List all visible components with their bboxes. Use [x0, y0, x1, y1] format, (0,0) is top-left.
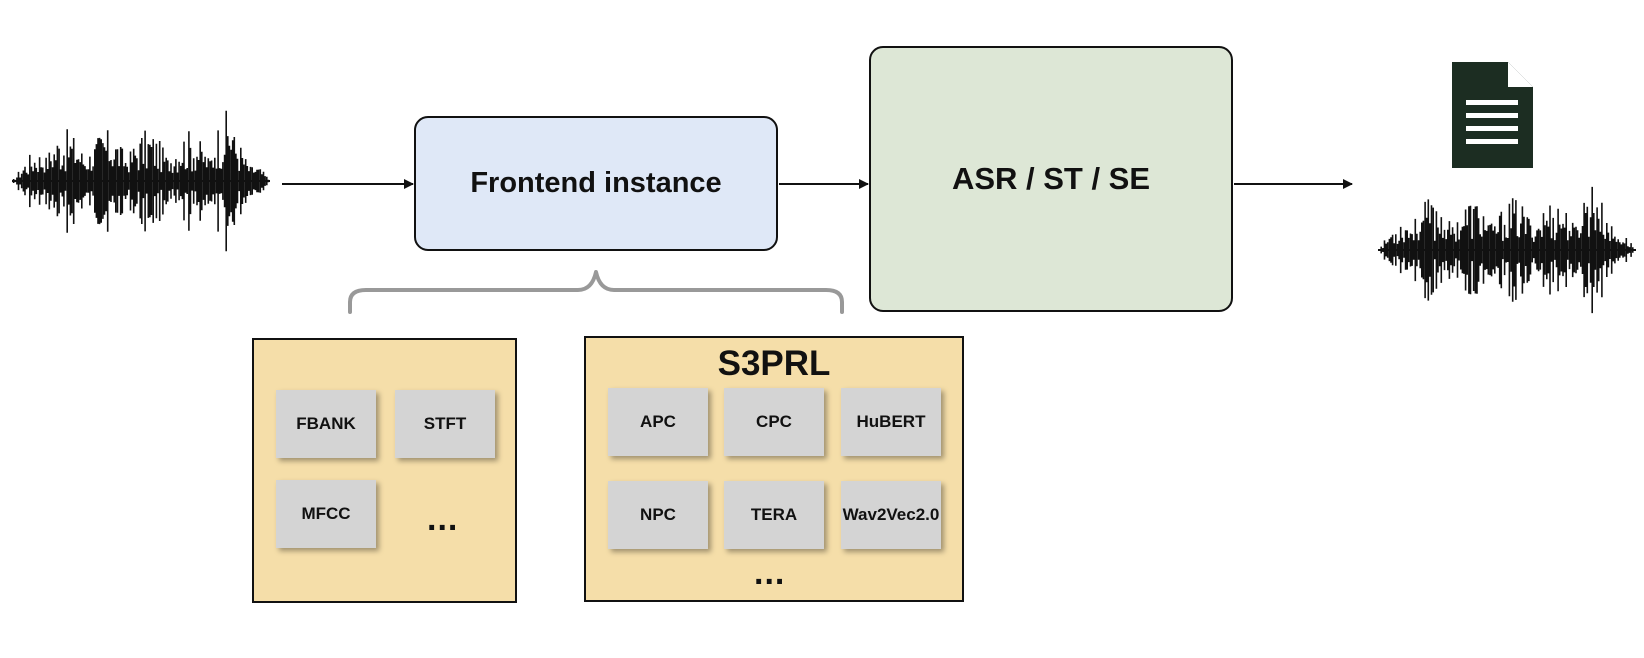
output-waveform-icon — [1378, 186, 1636, 314]
feature-chip-mfcc: MFCC — [276, 480, 376, 548]
s3prl-chip-tera: TERA — [724, 481, 824, 549]
feature-chip-stft: STFT — [395, 390, 495, 458]
frontend-label: Frontend instance — [470, 167, 722, 199]
s3prl-panel: S3PRL APC CPC HuBERT NPC TERA Wav2Vec2.0… — [584, 336, 964, 602]
s3prl-chip-cpc: CPC — [724, 388, 824, 456]
feature-chip-fbank: FBANK — [276, 390, 376, 458]
task-model-box: ASR / ST / SE — [869, 46, 1233, 312]
s3prl-more-ellipsis: ... — [754, 554, 786, 592]
task-label: ASR / ST / SE — [951, 161, 1151, 196]
s3prl-chip-apc: APC — [608, 388, 708, 456]
frontend-instance-box: Frontend instance — [414, 116, 778, 251]
s3prl-chip-wav2vec2: Wav2Vec2.0 — [841, 481, 941, 549]
classic-more-ellipsis: ... — [427, 500, 459, 538]
s3prl-title: S3PRL — [717, 344, 831, 383]
classic-features-panel: FBANK STFT MFCC ... — [252, 338, 517, 603]
input-waveform-icon — [12, 110, 270, 252]
document-icon — [1452, 62, 1533, 168]
s3prl-chip-hubert: HuBERT — [841, 388, 941, 456]
s3prl-chip-npc: NPC — [608, 481, 708, 549]
grouping-brace — [348, 270, 844, 314]
